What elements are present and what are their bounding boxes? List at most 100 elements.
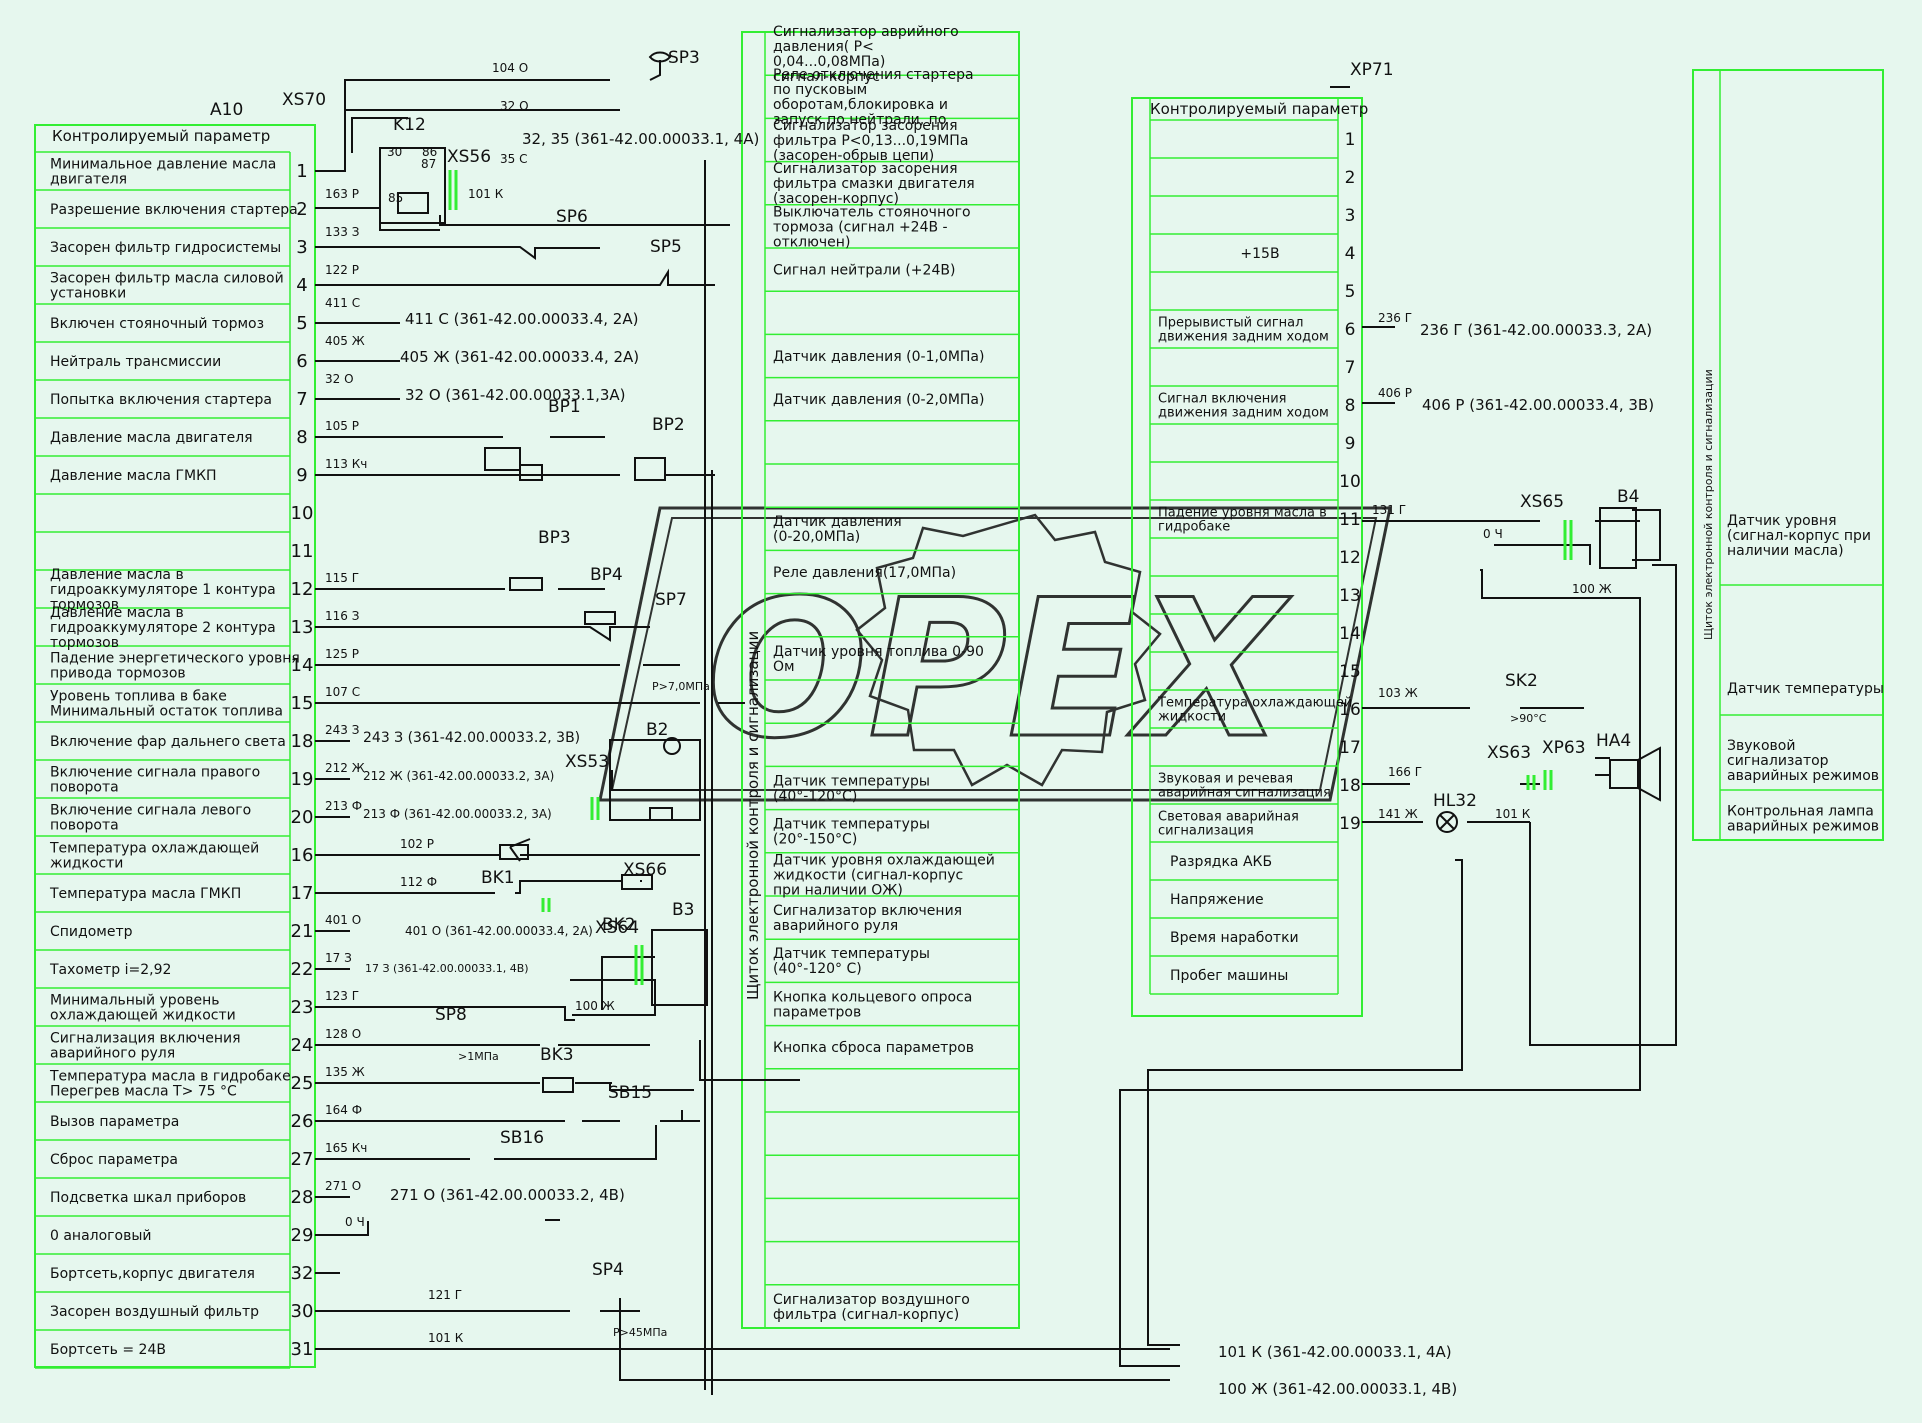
a10-pin: 25 bbox=[291, 1073, 314, 1094]
a10-pin: 8 bbox=[296, 427, 307, 448]
a10-pin: 6 bbox=[296, 351, 307, 372]
component-label: B2 bbox=[646, 720, 668, 740]
a10-pin: 16 bbox=[291, 845, 314, 866]
a10-pin: 17 bbox=[291, 883, 314, 904]
wire-label: 123 Г bbox=[325, 989, 359, 1003]
component-label: BP4 bbox=[590, 565, 623, 585]
reference-label: 32, 35 (361-42.00.00033.1, 4А) bbox=[522, 130, 759, 148]
note-label: >1МПа bbox=[458, 1050, 499, 1063]
wiring bbox=[315, 79, 1677, 1395]
a10-row-label: Бортсеть,корпус двигателя bbox=[50, 1266, 255, 1282]
note-label: >90°С bbox=[1510, 712, 1547, 725]
wire-label: 30 bbox=[387, 145, 402, 159]
wire-label: 102 Р bbox=[400, 837, 434, 851]
a10-designator: A10 bbox=[210, 100, 243, 120]
wire-label: 121 Г bbox=[428, 1288, 462, 1302]
a10-pin: 10 bbox=[291, 503, 314, 524]
a10-pin: 9 bbox=[296, 465, 307, 486]
panel-row-label: Сигнал нейтрали (+24В) bbox=[773, 263, 955, 279]
xp71-pin: 7 bbox=[1345, 358, 1356, 378]
a10-row-label: Разрешение включения стартера bbox=[50, 202, 298, 218]
component-label: SP4 bbox=[592, 1260, 624, 1280]
reference-label: 213 Ф (361-42.00.00033.2, 3А) bbox=[363, 807, 552, 821]
xp71-pin: 2 bbox=[1345, 168, 1356, 188]
a10-row-label: Тахометр i=2,92 bbox=[49, 962, 171, 978]
wire-label: 86 bbox=[422, 145, 437, 159]
right-panel-row-label: Датчик температуры bbox=[1727, 681, 1884, 697]
wire-label: 107 С bbox=[325, 685, 360, 699]
component-label: SB16 bbox=[500, 1128, 544, 1148]
component-label: SP6 bbox=[556, 207, 588, 227]
xp71-row-label: +15В bbox=[1240, 246, 1279, 262]
wire-label: 163 Р bbox=[325, 187, 359, 201]
component-label: BP2 bbox=[652, 415, 685, 435]
right-panel-grid bbox=[1719, 70, 1883, 840]
component-label: BK1 bbox=[481, 868, 515, 888]
wire-label: 213 Ф bbox=[325, 799, 362, 813]
a10-pin: 12 bbox=[291, 579, 314, 600]
a10-row-label: Вызов параметра bbox=[50, 1114, 179, 1130]
xp71-pin: 11 bbox=[1339, 510, 1361, 530]
component-label: SP8 bbox=[435, 1005, 467, 1025]
right-panel-frame bbox=[1692, 69, 1884, 841]
wire-label: 401 О bbox=[325, 913, 361, 927]
reference-labels: 32, 35 (361-42.00.00033.1, 4А)411 С (361… bbox=[363, 130, 1654, 1398]
note-label: P>45МПа bbox=[613, 1326, 667, 1339]
xs70-label: XS70 bbox=[282, 90, 326, 110]
xp71-row-label: Время наработки bbox=[1170, 930, 1299, 946]
a10-pin: 32 bbox=[291, 1263, 314, 1284]
component-label: XS63 bbox=[1487, 743, 1531, 763]
a10-pin: 13 bbox=[291, 617, 314, 638]
xp71-pin: 3 bbox=[1345, 206, 1356, 226]
wire-label: 165 Кч bbox=[325, 1141, 367, 1155]
component-label: B4 bbox=[1617, 487, 1639, 507]
a10-pin: 30 bbox=[291, 1301, 314, 1322]
a10-row-label: Давление масла двигателя bbox=[50, 430, 253, 446]
wire-label: 103 Ж bbox=[1378, 686, 1418, 700]
reference-label: 32 О (361-42.00.00033.1,3А) bbox=[405, 386, 626, 404]
wire-label: 87 bbox=[421, 157, 436, 171]
xp71-row-label: Напряжение bbox=[1170, 892, 1264, 908]
right-panel-title: Щиток электронной контроля и сигнализаци… bbox=[1702, 369, 1715, 640]
xp71-pin: 12 bbox=[1339, 548, 1361, 568]
component-label: SP5 bbox=[650, 237, 682, 257]
a10-pin: 28 bbox=[291, 1187, 314, 1208]
a10-pin: 4 bbox=[296, 275, 307, 296]
a10-row-label: Включение фар дальнего света bbox=[50, 734, 286, 750]
component-label: XS65 bbox=[1520, 492, 1564, 512]
panel-row-label: Кнопка сброса параметров bbox=[773, 1040, 974, 1056]
panel-row-label: Датчик температуры(40°-120° С) bbox=[773, 946, 930, 977]
wire-label: 135 Ж bbox=[325, 1065, 365, 1079]
a10-block-frame bbox=[34, 124, 316, 1368]
a10-pin: 21 bbox=[291, 921, 314, 942]
wire-label: 100 Ж bbox=[575, 999, 615, 1013]
wire-label: 32 О bbox=[325, 372, 354, 386]
a10-pin: 20 bbox=[291, 807, 314, 828]
reference-label: 17 З (361-42.00.00033.1, 4В) bbox=[365, 962, 529, 975]
a10-pin: 7 bbox=[296, 389, 307, 410]
a10-pin: 24 bbox=[291, 1035, 314, 1056]
panel-row-label: Датчик температуры(40°-120°С) bbox=[773, 773, 930, 804]
xp71-pin: 19 bbox=[1339, 814, 1361, 834]
a10-pin: 19 bbox=[291, 769, 314, 790]
component-label: XS56 bbox=[447, 147, 491, 167]
panel-row-label: Датчик давления(0-20,0МПа) bbox=[773, 514, 902, 545]
component-label: B3 bbox=[672, 900, 694, 920]
wire-label: 128 О bbox=[325, 1027, 361, 1041]
